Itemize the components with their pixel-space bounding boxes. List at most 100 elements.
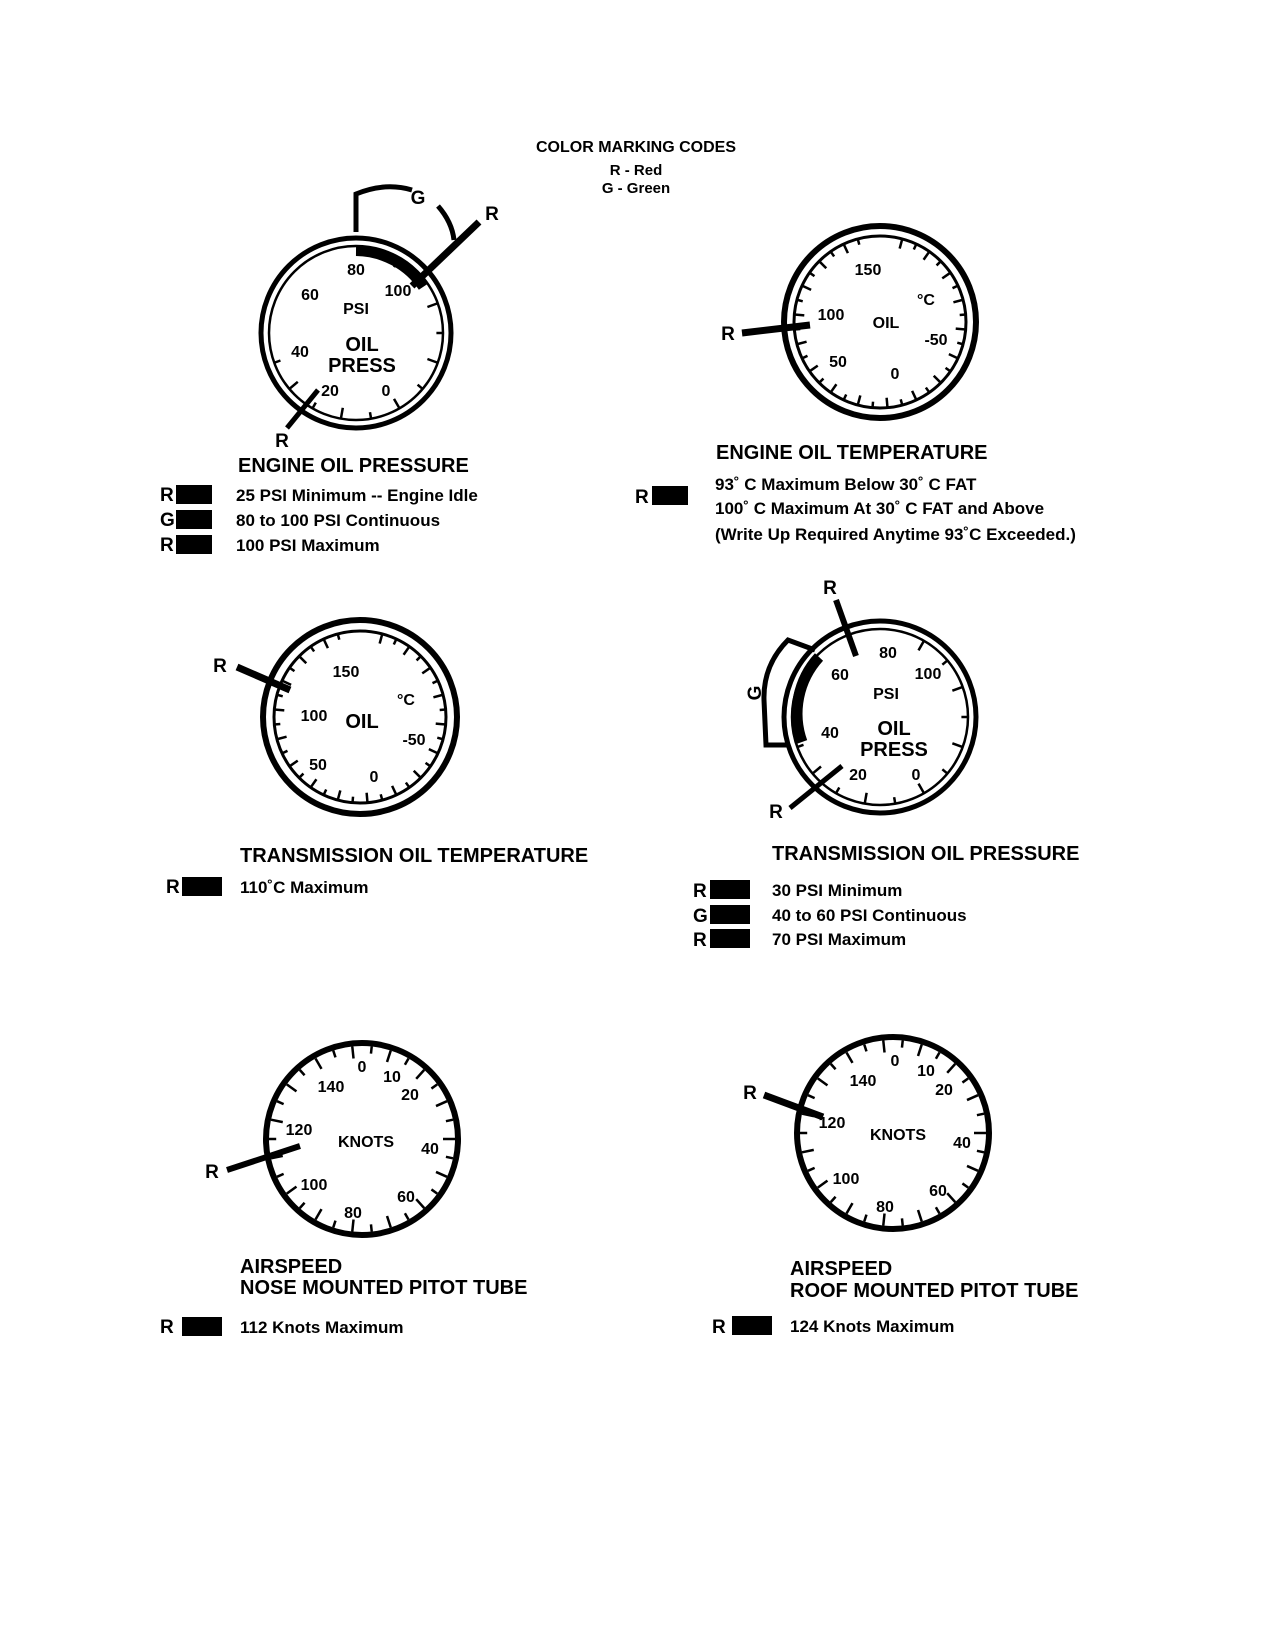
dial-tick (842, 393, 848, 401)
dial-label-0: 0 (891, 366, 900, 383)
dial-tick (934, 1051, 941, 1060)
dial-tick (951, 742, 964, 749)
key-code: R (166, 877, 180, 898)
dial-label-60: 60 (301, 287, 319, 304)
dial-tick (424, 761, 432, 768)
dial-label-20: 20 (321, 383, 339, 400)
dial-label-20: 20 (849, 767, 867, 784)
face-label-psi: PSI (873, 686, 899, 703)
dial-tick (899, 398, 904, 406)
dial-label-50: 50 (829, 354, 847, 371)
dial-tick (416, 383, 424, 390)
dial-tick (276, 735, 287, 741)
dial-tick (966, 1094, 979, 1102)
dial-tick (430, 1083, 438, 1090)
panel-transmission-oil-pressure: G R R 80 100 60 40 20 0 PSI OIL PRESS TR… (693, 578, 1079, 951)
dial-tick (882, 1040, 886, 1053)
dial-tick (801, 284, 812, 292)
key-swatch (182, 877, 222, 896)
red-marker-letter-min: R (769, 802, 783, 823)
dial-tick (845, 1202, 854, 1215)
dial-tick (900, 1218, 904, 1226)
face-label-degc: °C (917, 292, 935, 309)
panel-title: ENGINE OIL PRESSURE (238, 455, 469, 477)
dial-tick (882, 1213, 886, 1226)
red-marker-letter: R (205, 1162, 219, 1183)
dial-tick (273, 359, 281, 364)
dial-label-50: 50 (309, 757, 327, 774)
face-label-oil: OIL (873, 315, 900, 332)
dial-label-0: 0 (370, 769, 379, 786)
dial-tick (286, 1083, 298, 1093)
dial-label-120: 120 (819, 1115, 846, 1132)
dial-tick (368, 411, 373, 419)
dial-tick (948, 352, 959, 360)
key-swatch (710, 880, 750, 899)
gauge-bezel (781, 618, 979, 816)
dial-tick (961, 1182, 969, 1189)
gauge-bezel (263, 1040, 461, 1238)
dial-label-0: 0 (358, 1059, 367, 1076)
gauge-ticks (269, 1046, 455, 1232)
red-marker-letter: R (213, 656, 227, 677)
dial-tick (430, 1188, 438, 1195)
dial-tick (916, 1209, 923, 1222)
dial-tick (379, 793, 384, 801)
dial-tick (941, 659, 949, 666)
limits-key: R 124 Knots Maximum (712, 1316, 954, 1338)
dial-label-100: 100 (833, 1171, 860, 1188)
dial-tick (818, 260, 828, 270)
dial-tick (274, 722, 281, 726)
dial-tick (959, 313, 966, 317)
dial-tick (946, 1063, 957, 1074)
dial-label-60: 60 (929, 1183, 947, 1200)
dial-label-60: 60 (397, 1189, 415, 1206)
green-range-arc (791, 653, 824, 744)
key-code: R (693, 930, 707, 951)
key-swatch (182, 1317, 222, 1336)
dial-tick (941, 271, 952, 280)
face-label-degc: °C (397, 692, 415, 709)
airspeed-nose-gauge: R 0 10 20 40 60 80 100 120 140 KNOTS (205, 1040, 461, 1238)
dial-label-minus-50: -50 (402, 732, 425, 749)
dial-tick (436, 736, 444, 741)
dial-tick (932, 374, 942, 384)
dial-tick (288, 380, 299, 390)
dial-tick (332, 1220, 337, 1228)
dial-tick (415, 1198, 426, 1209)
key-code: R (160, 535, 174, 556)
dial-tick (885, 397, 889, 408)
panel-title-line-1: AIRSPEED (790, 1258, 892, 1280)
dial-tick (829, 1063, 837, 1071)
gauge-ticks (274, 633, 446, 803)
dial-tick (392, 398, 401, 409)
key-text: 112 Knots Maximum (240, 1318, 403, 1337)
panel-title: TRANSMISSION OIL TEMPERATURE (240, 845, 588, 867)
red-marker-letter-max: R (823, 578, 837, 599)
dial-label-40: 40 (821, 725, 839, 742)
dial-tick (332, 1050, 337, 1058)
dial-label-80: 80 (876, 1199, 894, 1216)
dial-tick (336, 790, 342, 801)
gauge-ticks (796, 640, 968, 804)
face-label-oil: OIL (345, 334, 378, 356)
limits-key: R 25 PSI Minimum -- Engine Idle G 80 to … (160, 485, 478, 556)
dial-tick (435, 1170, 448, 1178)
gauge-bezel (794, 1034, 992, 1232)
dial-tick (863, 792, 868, 804)
dial-tick (898, 238, 904, 249)
key-text: 100 PSI Maximum (236, 536, 380, 555)
dial-tick (311, 402, 317, 409)
dial-tick (369, 1046, 373, 1054)
dial-tick (946, 1192, 957, 1203)
dial-tick (404, 781, 411, 789)
dial-label-40: 40 (291, 344, 309, 361)
dial-tick (412, 769, 422, 779)
dial-tick (281, 679, 292, 687)
dial-tick (426, 357, 439, 364)
dial-tick (871, 401, 875, 408)
red-limit-line (741, 321, 811, 337)
dial-label-60: 60 (831, 667, 849, 684)
dial-tick (403, 1057, 410, 1066)
dial-tick (351, 1219, 355, 1232)
